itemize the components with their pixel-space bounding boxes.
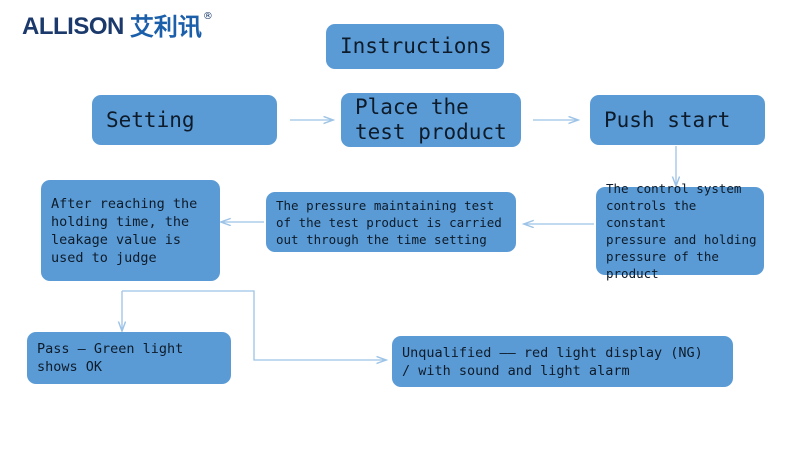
node-control-system[interactable]: The control system controls the constant… <box>596 181 764 281</box>
node-pressure-maintaining-test-label: The pressure maintaining test of the tes… <box>276 197 502 247</box>
node-setting-label: Setting <box>106 107 195 132</box>
node-push-start[interactable]: Push start <box>590 95 765 145</box>
node-pass-green-light[interactable]: Pass – Green light shows OK <box>27 332 231 384</box>
node-place-test-product-label: Place the test product <box>355 95 507 144</box>
node-leakage-judge-label: After reaching the holding time, the lea… <box>51 195 198 266</box>
registered-trademark-icon: ® <box>202 11 213 22</box>
node-pressure-maintaining-test[interactable]: The pressure maintaining test of the tes… <box>266 192 516 252</box>
node-instructions[interactable]: Instructions <box>326 24 504 69</box>
node-leakage-judge[interactable]: After reaching the holding time, the lea… <box>41 180 220 281</box>
node-unqualified-red-light-label: Unqualified —— red light display (NG) / … <box>402 344 703 379</box>
logo-cjk-text: 艾利讯 <box>129 13 202 41</box>
node-push-start-label: Push start <box>604 107 731 132</box>
node-instructions-label: Instructions <box>340 34 492 58</box>
node-setting[interactable]: Setting <box>92 95 277 145</box>
node-control-system-label: The control system controls the constant… <box>606 181 757 281</box>
node-place-test-product[interactable]: Place the test product <box>341 93 521 147</box>
node-unqualified-red-light[interactable]: Unqualified —— red light display (NG) / … <box>392 336 733 387</box>
allison-logo: ALLISON 艾利讯 ® <box>22 11 213 41</box>
node-pass-green-light-label: Pass – Green light shows OK <box>37 341 184 375</box>
logo-latin-text: ALLISON <box>22 13 124 40</box>
